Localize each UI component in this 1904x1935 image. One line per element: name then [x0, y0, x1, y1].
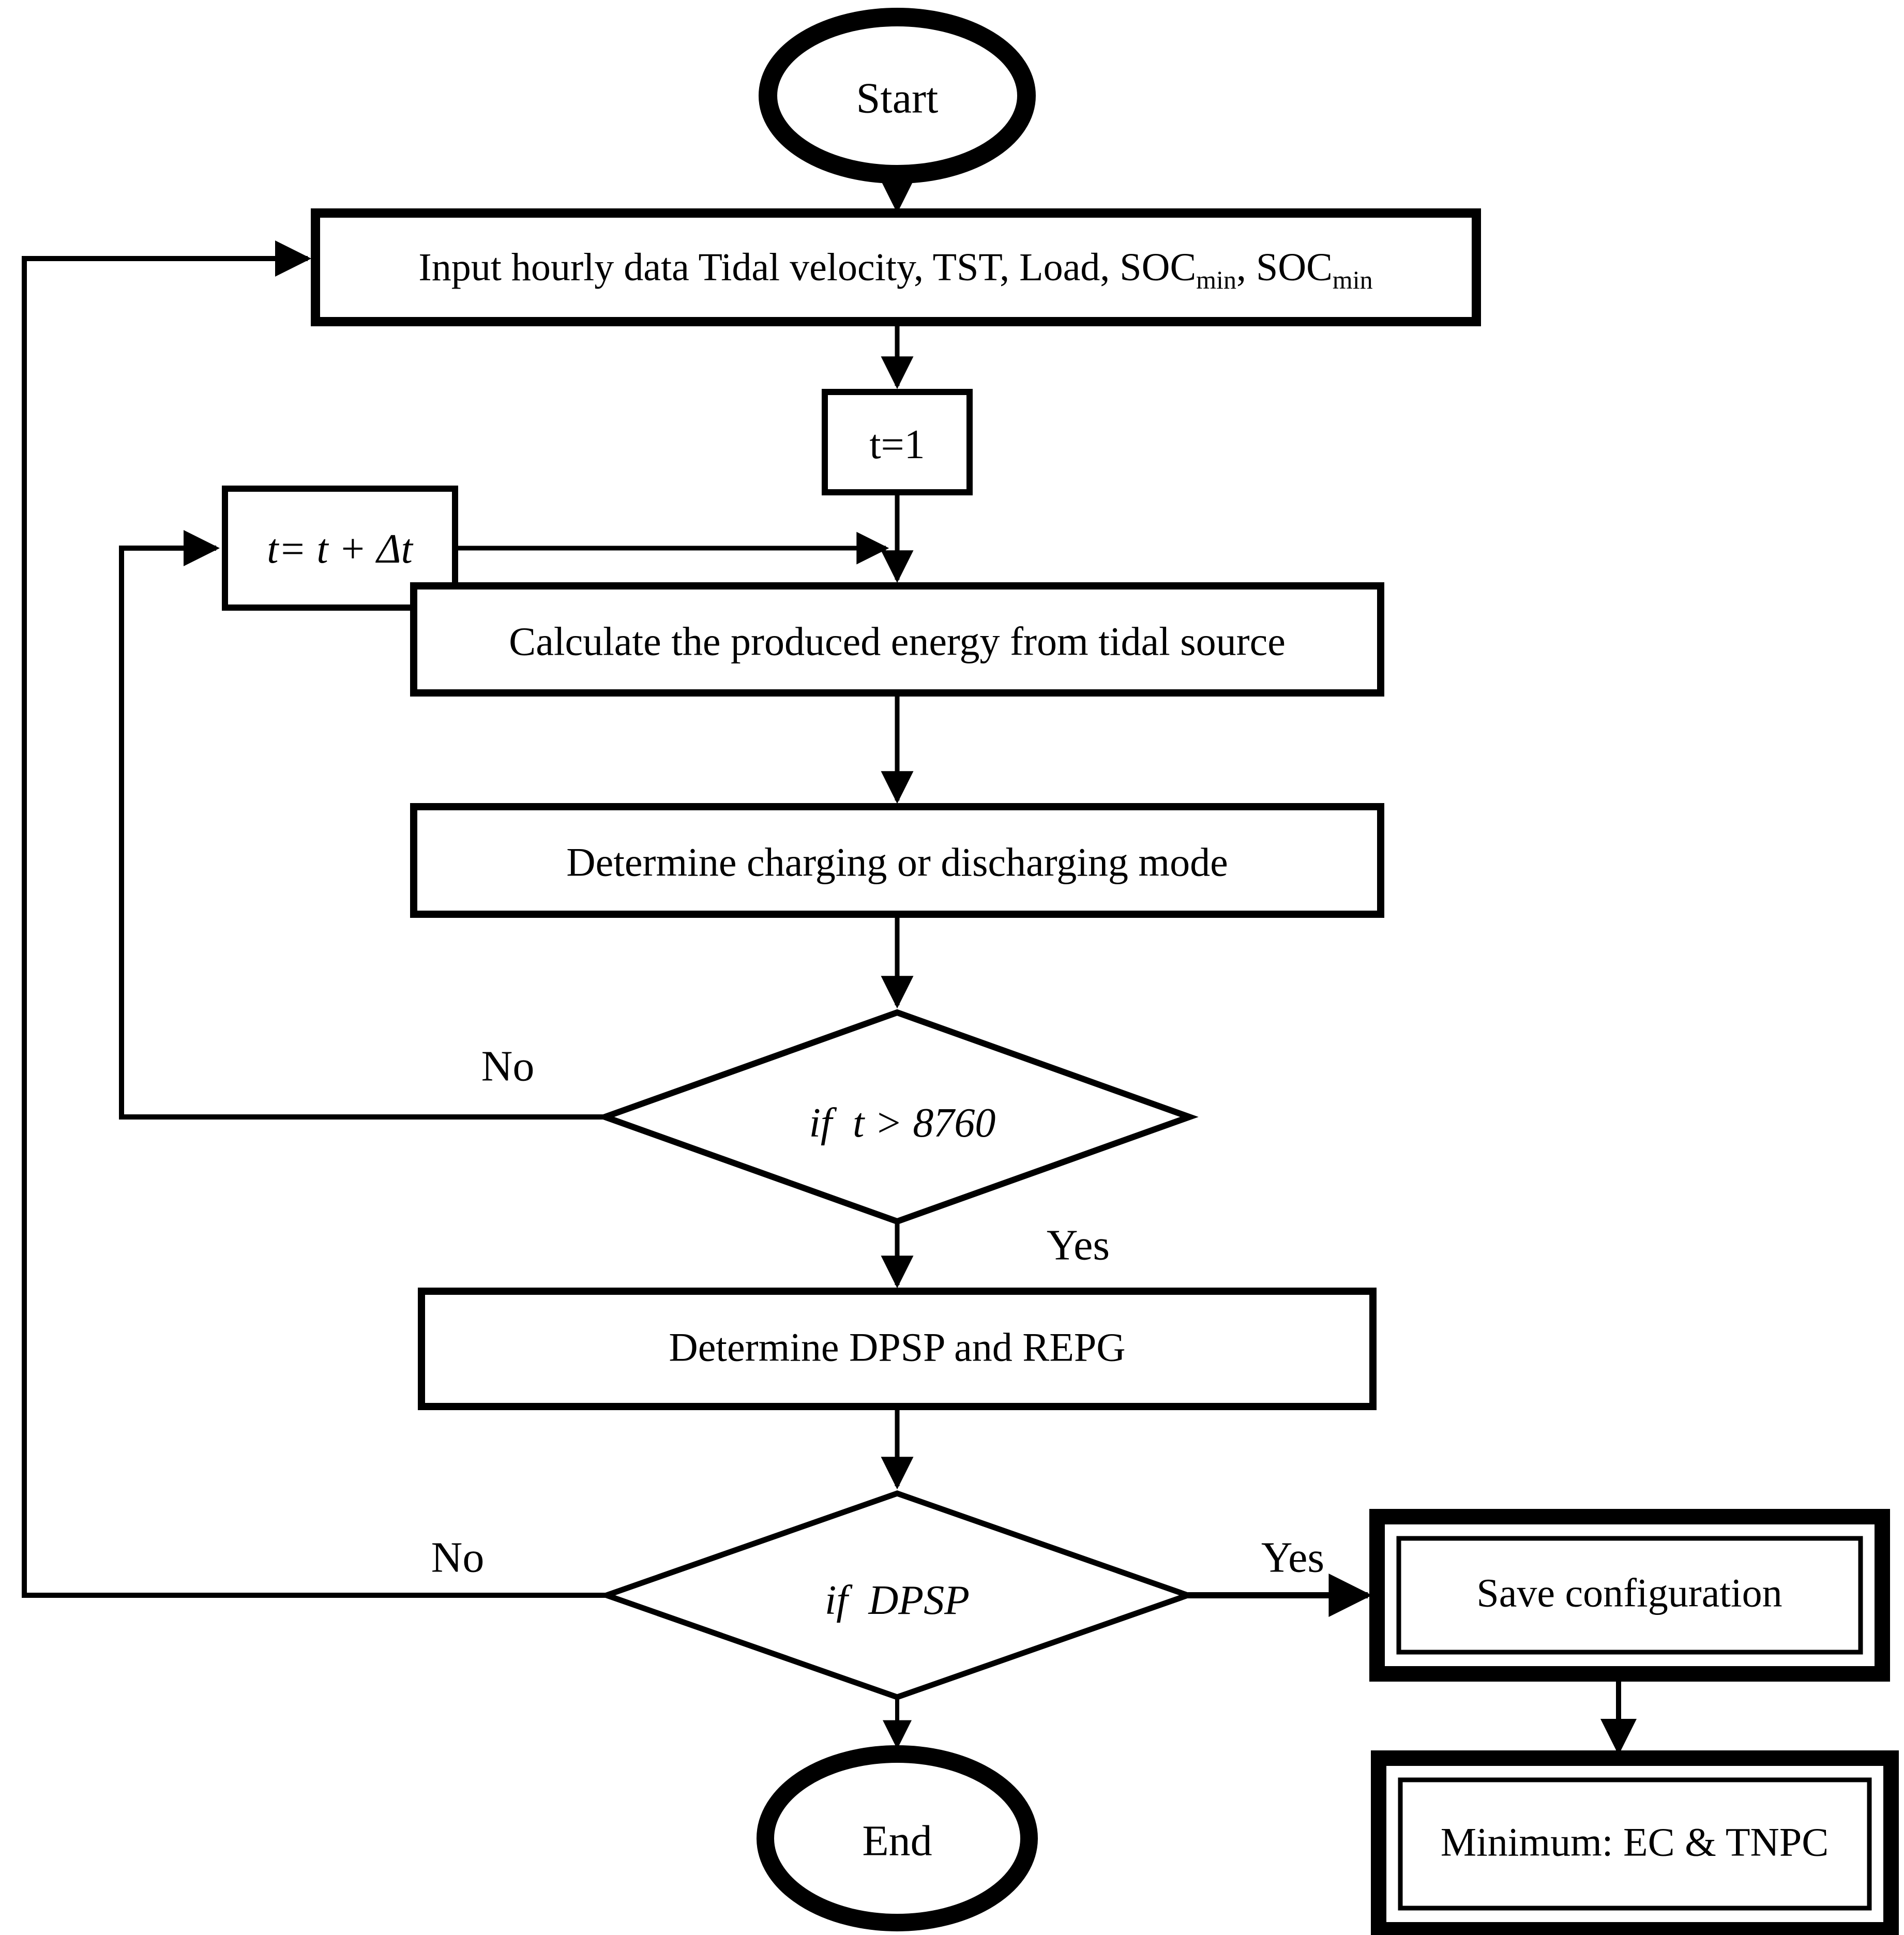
edge-no-loop-hours — [119, 530, 608, 1120]
dpsp-decision-diamond — [598, 1490, 1197, 1700]
input-data-process — [311, 208, 1481, 326]
dpsp-repg-label: Determine DPSP and REPG — [669, 1325, 1125, 1370]
start-label: Start — [856, 74, 939, 123]
t-init-label: t=1 — [869, 422, 925, 467]
save-config-process — [1369, 1509, 1890, 1682]
calc-energy-process — [410, 582, 1384, 697]
hours-decision-label: if t > 8760 — [809, 1100, 996, 1146]
calc-energy-label: Calculate the produced energy from tidal… — [509, 619, 1286, 664]
charge-mode-process — [410, 803, 1384, 918]
hours-no-label: No — [481, 1042, 535, 1091]
t-increment-label: t= t + Δt — [267, 526, 413, 572]
connectors — [22, 176, 1637, 1755]
save-config-inner-border — [1396, 1536, 1863, 1655]
dpsp-decision-label: if DPSP — [825, 1578, 970, 1623]
hours-decision-diamond — [596, 1009, 1199, 1225]
dpsp-no-label: No — [431, 1534, 485, 1582]
minimum-output-label: Minimum: EC & TNPC — [1441, 1820, 1829, 1865]
hours-yes-label: Yes — [1047, 1221, 1110, 1269]
t-init-process — [822, 389, 973, 495]
end-label: End — [862, 1817, 932, 1865]
save-config-label: Save configuration — [1476, 1570, 1782, 1615]
dpsp-yes-label: Yes — [1261, 1534, 1324, 1582]
end-terminator — [757, 1745, 1038, 1931]
input-data-label: Input hourly data Tidal velocity, TST, L… — [418, 246, 1372, 294]
edge-no-loop-dpsp — [22, 240, 609, 1598]
minimum-output-inner-border — [1398, 1777, 1872, 1911]
charge-mode-label: Determine charging or discharging mode — [566, 840, 1228, 885]
minimum-output-process — [1371, 1750, 1899, 1935]
start-terminator — [759, 8, 1036, 184]
dpsp-repg-process — [418, 1288, 1377, 1410]
